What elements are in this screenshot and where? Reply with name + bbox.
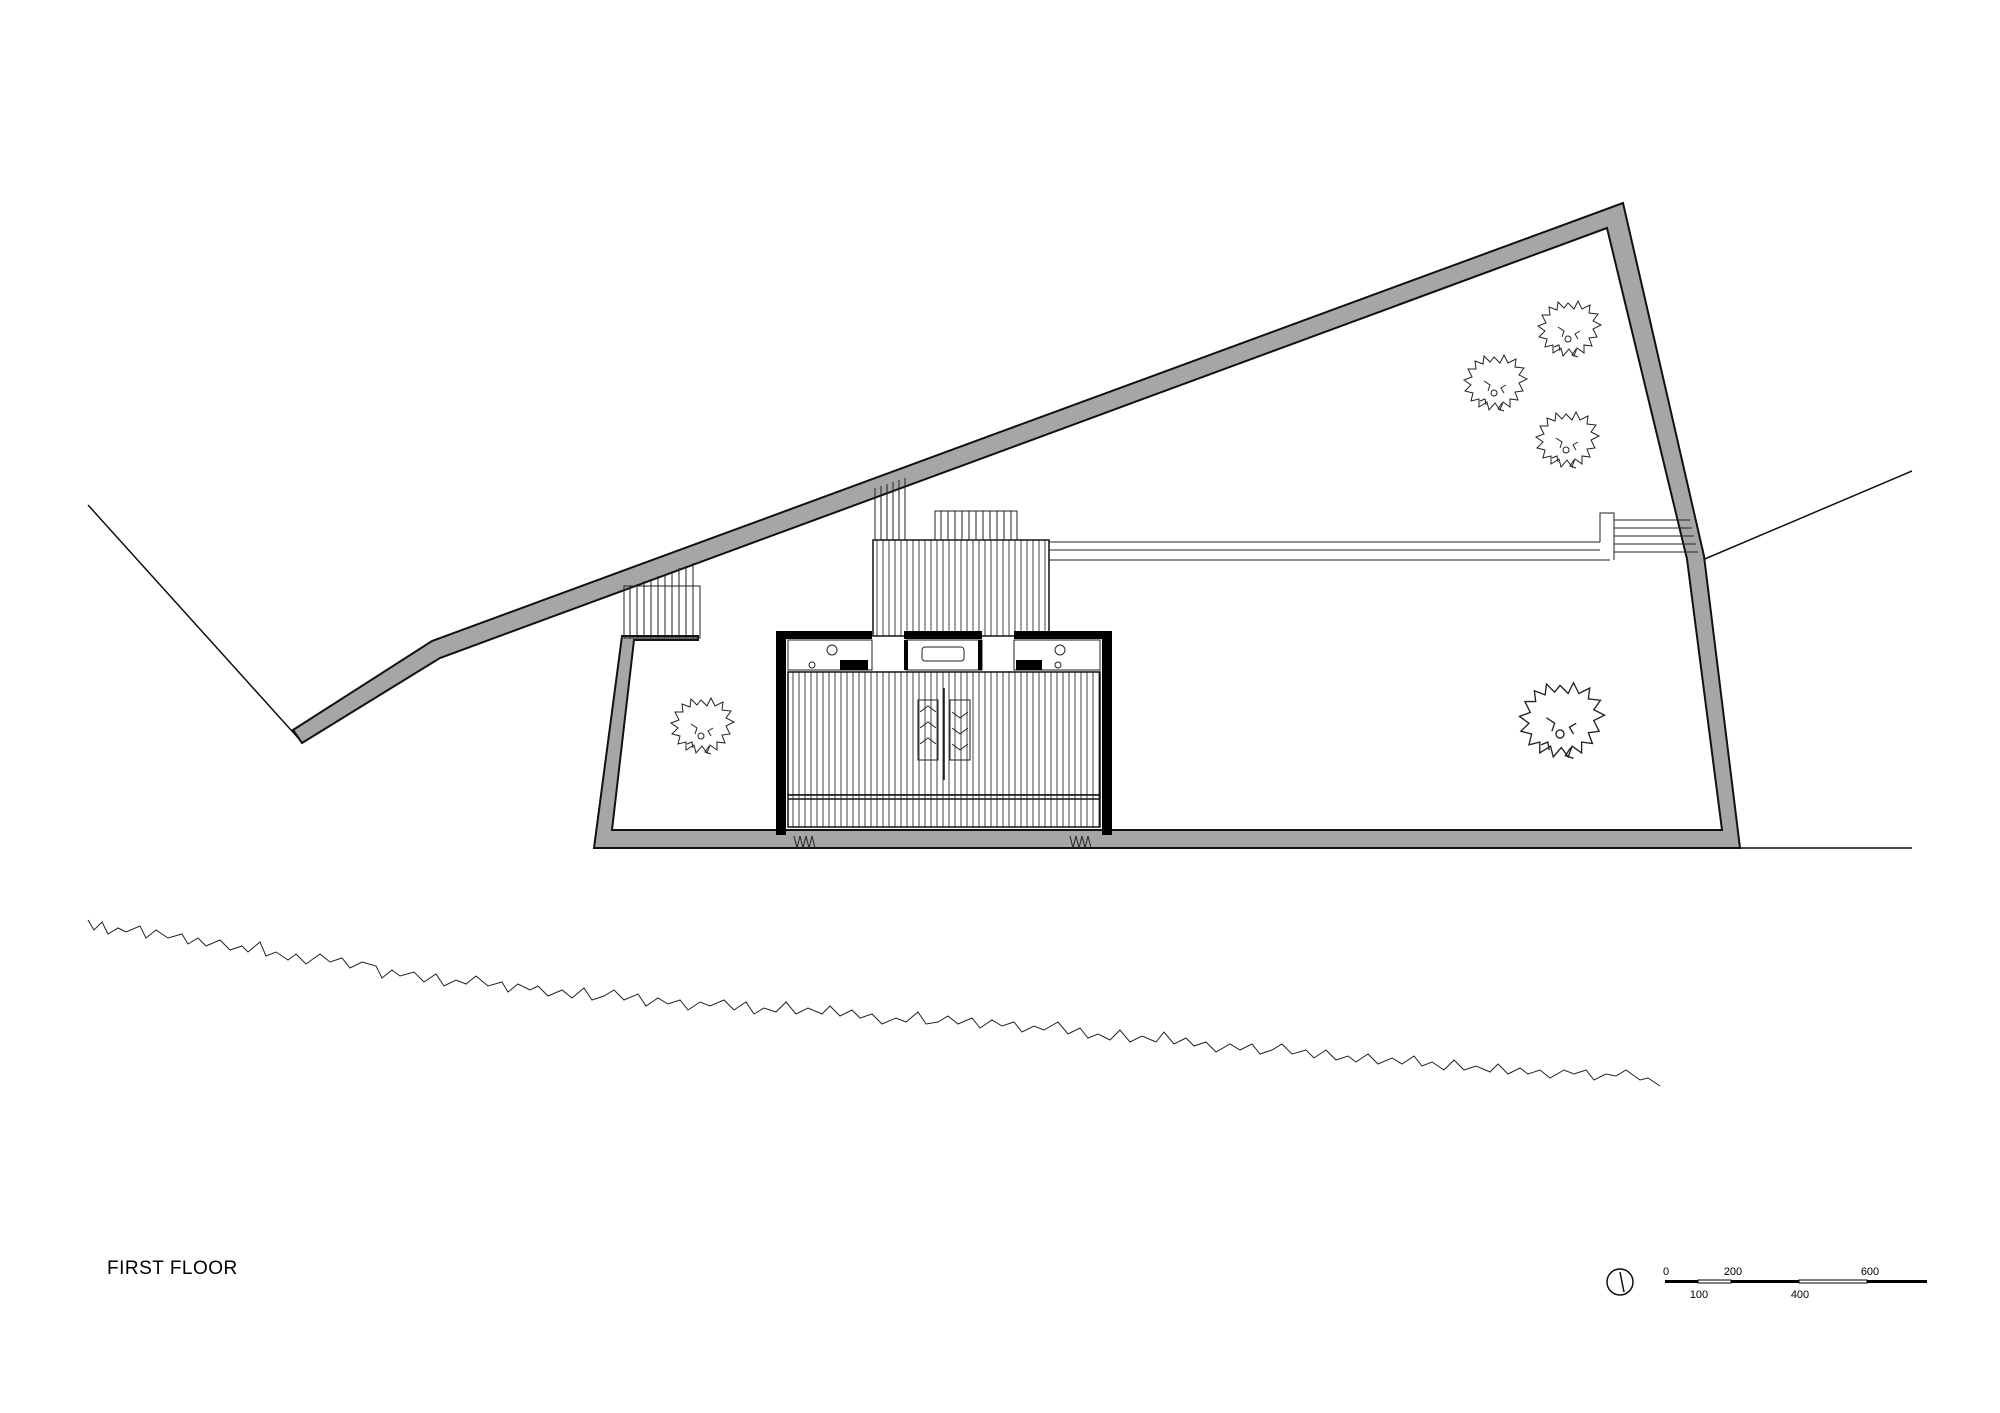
north-arrow-icon bbox=[1606, 1268, 1634, 1296]
shoreline bbox=[87, 919, 1661, 1087]
tree-icon bbox=[1535, 411, 1600, 469]
tree-icon bbox=[1537, 300, 1602, 358]
scale-tick-0: 0 bbox=[1663, 1266, 1669, 1278]
scale-tick-400: 400 bbox=[1791, 1289, 1809, 1301]
site-boundary-left bbox=[87, 504, 301, 741]
tree-icon bbox=[670, 697, 735, 755]
stair-left bbox=[623, 563, 701, 639]
site-boundary-right bbox=[1699, 470, 1913, 562]
outer-wall bbox=[291, 201, 1742, 849]
stair-center bbox=[872, 478, 1050, 637]
tree-icon bbox=[1518, 682, 1606, 759]
scale-bar: 0 200 600 100 400 bbox=[1663, 1266, 1927, 1301]
scale-tick-600: 600 bbox=[1861, 1266, 1879, 1278]
tree-icon bbox=[1463, 354, 1528, 412]
drawing-title: FIRST FLOOR bbox=[107, 1258, 238, 1279]
central-building bbox=[776, 631, 1112, 849]
scale-tick-200: 200 bbox=[1724, 1266, 1742, 1278]
walkway bbox=[1049, 512, 1698, 561]
scale-tick-100: 100 bbox=[1690, 1289, 1708, 1301]
